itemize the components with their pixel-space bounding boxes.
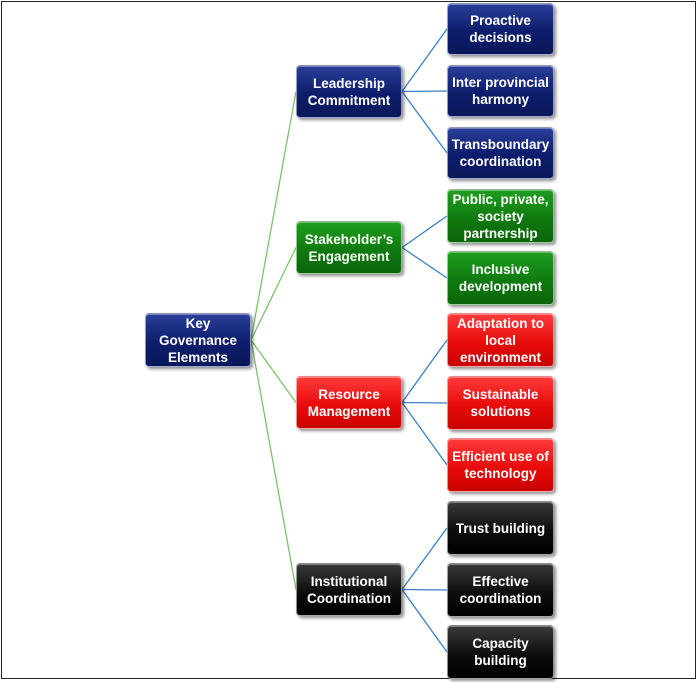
root-to-branch-line xyxy=(250,91,297,341)
leaf-node-transboundary-coordination: Transboundary coordination xyxy=(447,127,554,179)
leaf-node-capacity-building: Capacity building xyxy=(447,625,554,679)
branch-node-institutional-coordination: Institutional Coordination xyxy=(296,563,402,616)
leaf-node-effective-coordination: Effective coordination xyxy=(447,563,554,617)
root-to-branch-line xyxy=(250,247,297,341)
leaf-node-trust-building: Trust building xyxy=(447,501,554,555)
branch-to-leaf-line xyxy=(401,401,448,404)
root-node-key-governance-elements: Key Governance Elements xyxy=(145,313,251,367)
leaf-node-sustainable-solutions: Sustainable solutions xyxy=(447,376,554,430)
branch-to-leaf-line xyxy=(401,90,448,93)
leaf-node-inter-provincial-harmony: Inter provincial harmony xyxy=(447,65,554,117)
leaf-node-proactive-decisions: Proactive decisions xyxy=(447,3,554,55)
branch-to-leaf-line xyxy=(401,91,448,154)
branch-node-resource-management: Resource Management xyxy=(296,376,402,429)
branch-to-leaf-line xyxy=(401,246,448,279)
branch-to-leaf-line xyxy=(401,339,448,403)
branch-to-leaf-line xyxy=(401,402,448,466)
branch-node-leadership-commitment: Leadership Commitment xyxy=(296,65,402,118)
root-to-branch-line xyxy=(250,339,297,403)
branch-to-leaf-line xyxy=(401,215,448,249)
leaf-node-efficient-use-of-technology: Efficient use of technology xyxy=(447,438,554,492)
leaf-node-adaptation-to-local-environment: Adaptation to local environment xyxy=(447,313,554,367)
branch-to-leaf-line xyxy=(401,589,448,653)
branch-to-leaf-line xyxy=(401,28,448,92)
branch-to-leaf-line xyxy=(401,527,448,590)
leaf-node-public-private-society-partnership: Public, private, society partnership xyxy=(447,189,554,243)
root-to-branch-line xyxy=(250,339,297,590)
leaf-node-inclusive-development: Inclusive development xyxy=(447,251,554,305)
branch-node-stakeholders-engagement: Stakeholder’s Engagement xyxy=(296,221,402,274)
branch-to-leaf-line xyxy=(401,588,448,591)
